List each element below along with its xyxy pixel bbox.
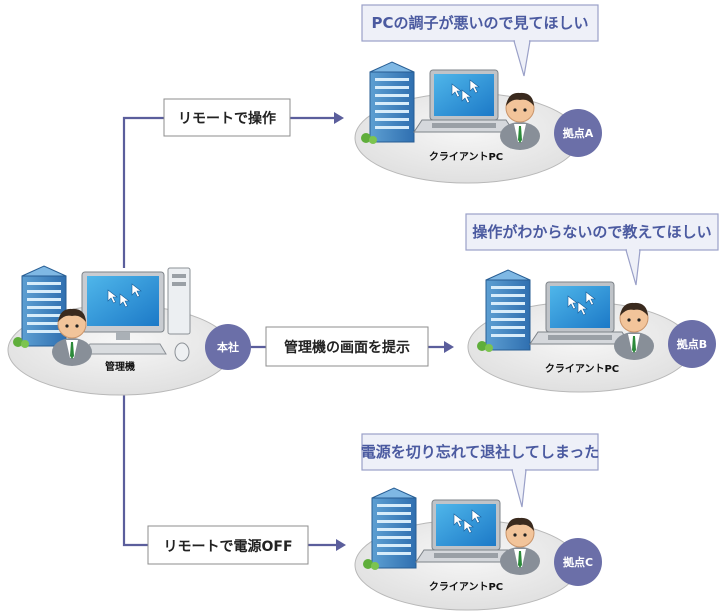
connector-to-site-a: [122, 116, 168, 268]
hq-badge-label: 本社: [217, 340, 239, 354]
svg-text:リモートで電源OFF: リモートで電源OFF: [163, 538, 292, 555]
hq-cluster: 管理機 本社: [7, 265, 251, 396]
connector-lines: [122, 116, 448, 547]
hq-caption: 管理機: [105, 360, 135, 373]
site-b-bubble-text: 操作がわからないので教えてほしい: [472, 223, 711, 241]
site-c-badge-label: 拠点C: [563, 555, 593, 569]
site-b-cluster: 操作がわからないので教えてほしい クライアントPC 拠点B: [465, 213, 719, 393]
site-a-cluster: PCの調子が悪いので見てほしい クライアントPC 拠点A: [354, 4, 602, 184]
arrowheads: [334, 112, 454, 551]
site-a-caption: クライアントPC: [429, 151, 503, 163]
site-b-badge-label: 拠点B: [677, 337, 707, 351]
site-a-speech-bubble: [361, 4, 599, 42]
action-box-remote-operate: リモートで操作: [163, 98, 291, 137]
hq-badge: [205, 324, 251, 370]
site-a-bubble-text: PCの調子が悪いので見てほしい: [371, 14, 588, 32]
action-box-remote-power-off: リモートで電源OFF: [147, 525, 309, 565]
site-c-bubble-text: 電源を切り忘れて退社してしまった: [361, 443, 600, 461]
site-c-cluster: 電源を切り忘れて退社してしまった クライアントPC 拠点C: [354, 433, 602, 611]
site-a-badge-label: 拠点A: [563, 126, 594, 140]
action-box-show-screen: 管理機の画面を提示: [265, 326, 429, 367]
site-c-caption: クライアントPC: [429, 581, 503, 593]
site-b-speech-bubble: [465, 213, 719, 251]
site-a-badge: [554, 109, 602, 157]
site-c-speech-bubble: [361, 433, 599, 471]
site-b-caption: クライアントPC: [545, 363, 619, 375]
svg-text:管理機の画面を提示: 管理機の画面を提示: [284, 339, 410, 356]
connector-to-site-c: [122, 395, 148, 547]
desktop-monitor-icon: [81, 271, 167, 355]
site-c-badge: [554, 538, 602, 586]
pc-tower-icon: [167, 267, 191, 362]
svg-text:リモートで操作: リモートで操作: [178, 110, 276, 127]
mouse-icon: [174, 342, 190, 362]
site-b-badge: [668, 320, 716, 368]
